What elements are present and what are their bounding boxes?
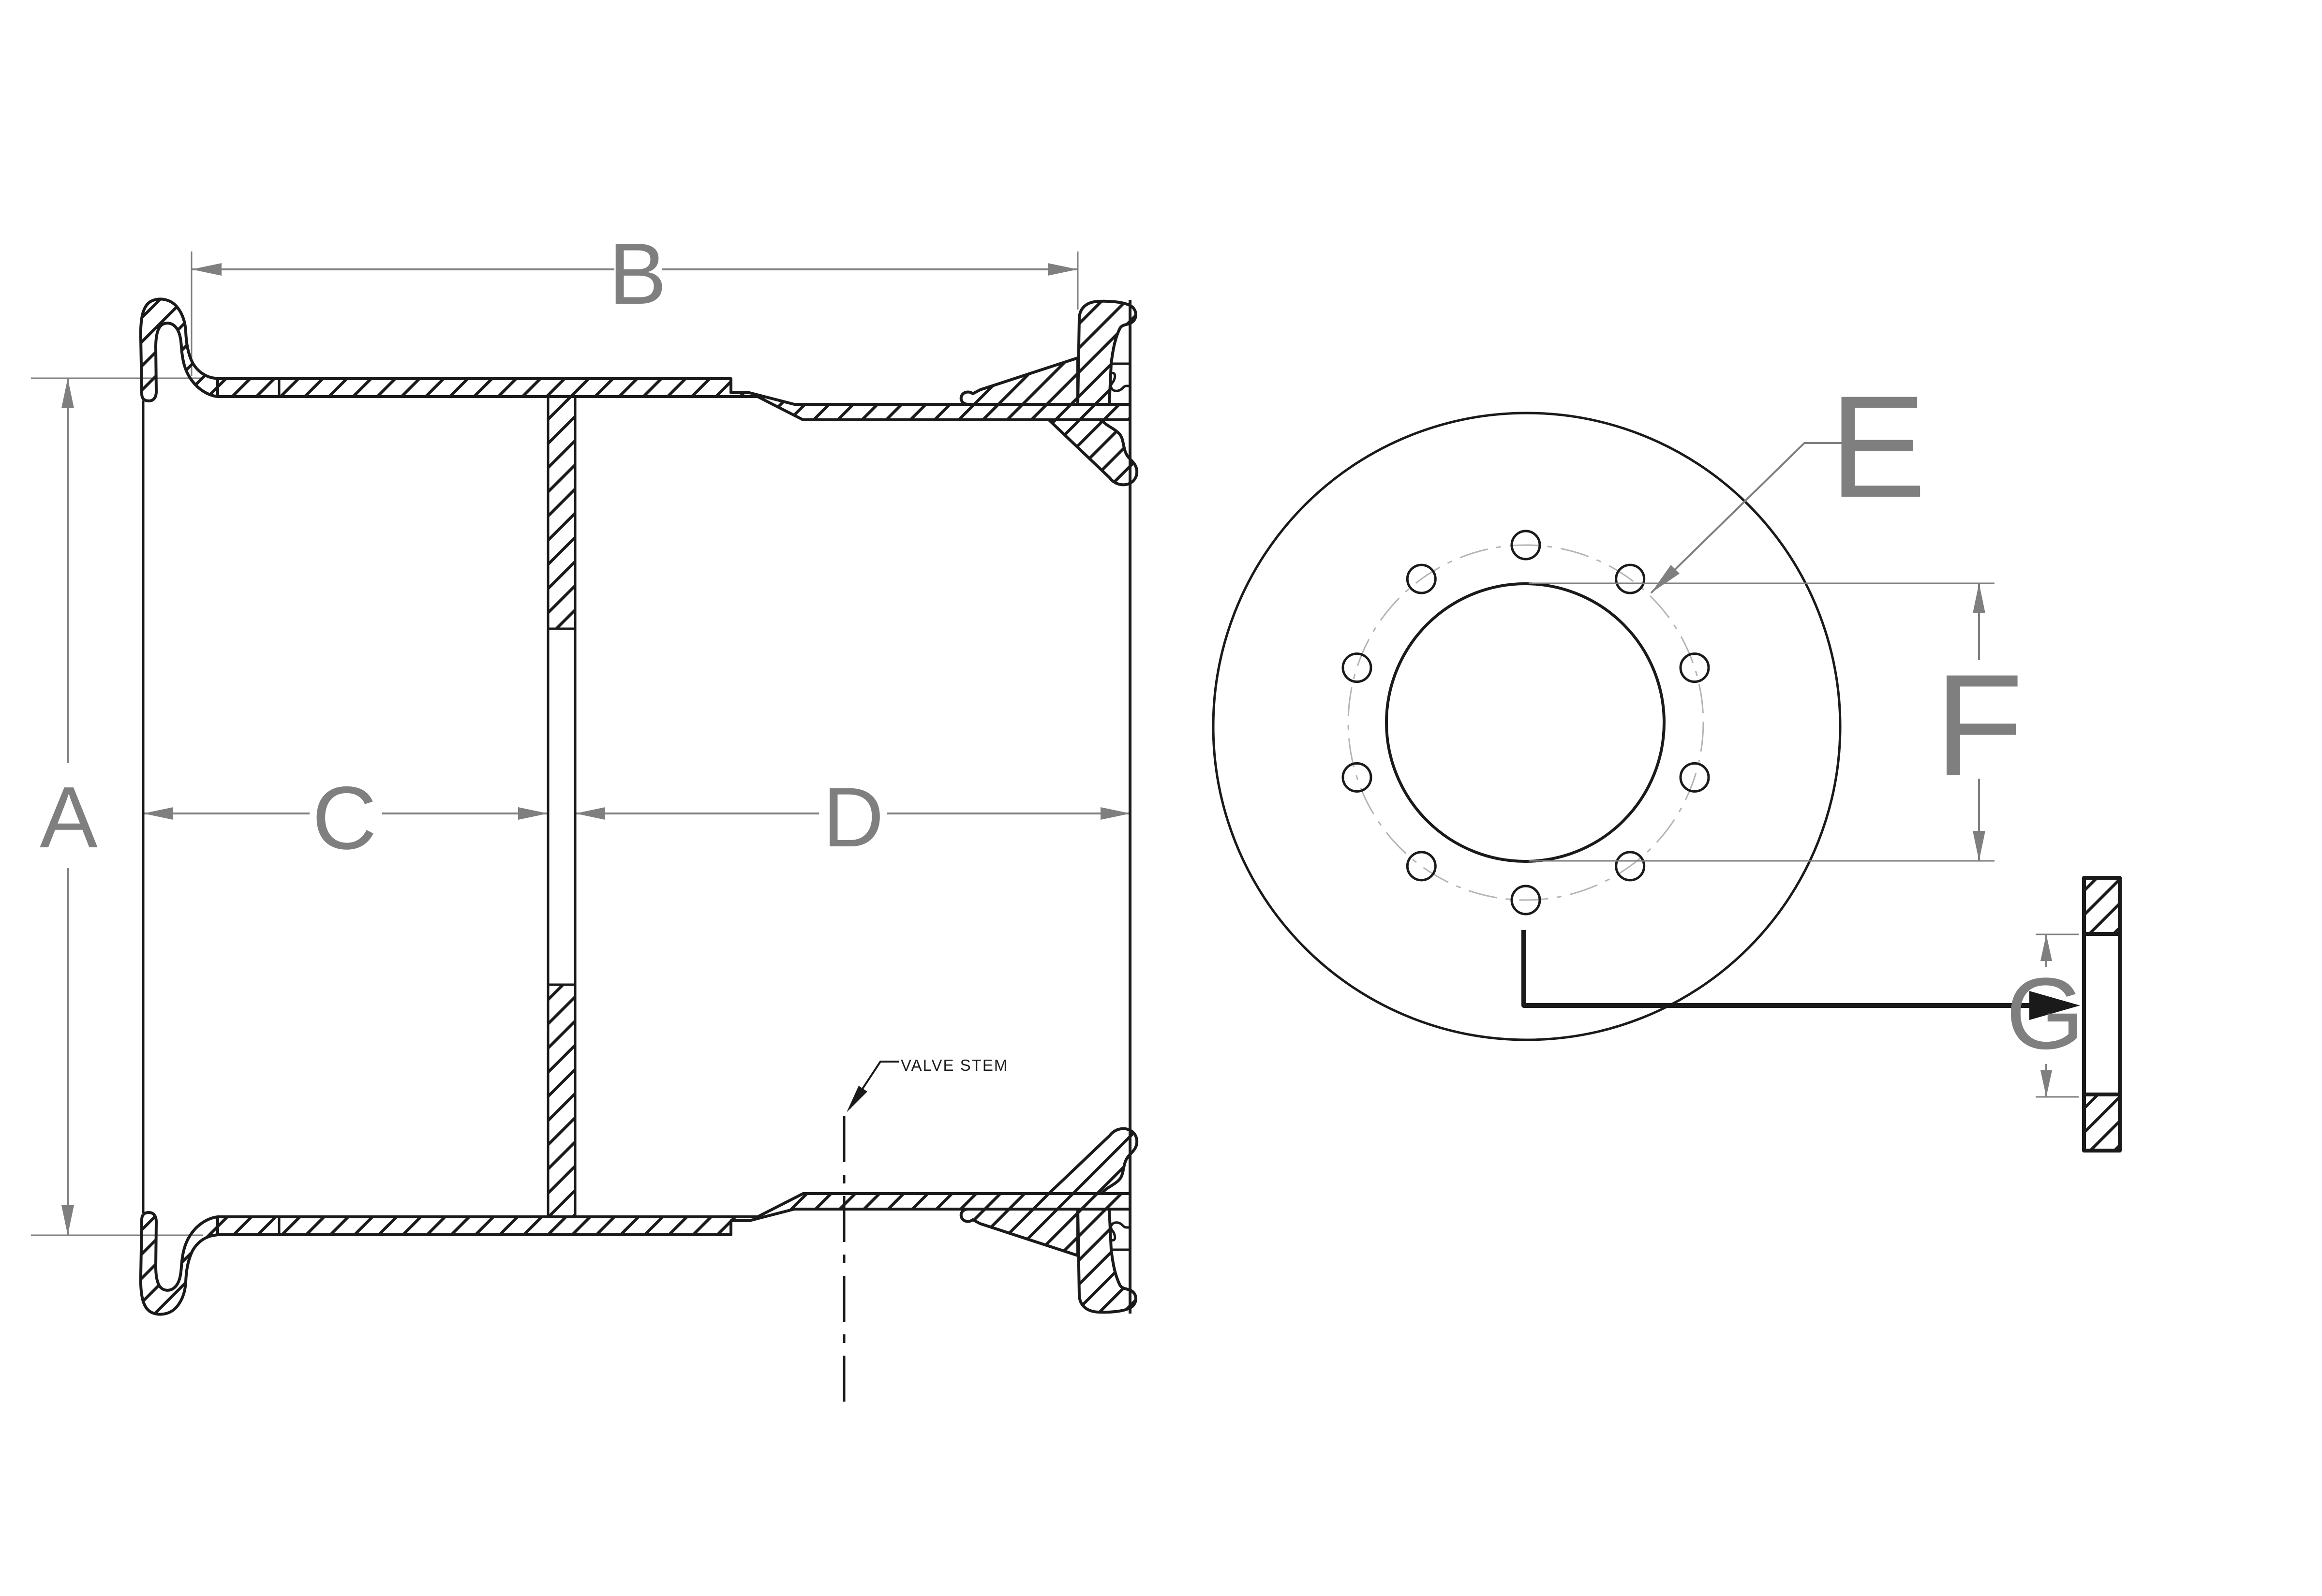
flange-detail-view: G — [2006, 876, 2122, 1153]
dimension-label-g: G — [2006, 957, 2084, 1070]
bolt-hole — [1341, 652, 1372, 683]
valve-stem-callout: VALVE STEM — [843, 1056, 1008, 1412]
dimension-g: G — [2006, 933, 2085, 1098]
arrowhead-up-icon — [1973, 583, 1985, 613]
arrowhead-right-icon — [1048, 263, 1078, 276]
detail-hatch-bottom — [2084, 1094, 2120, 1151]
bolt-hole — [1406, 851, 1437, 882]
arrowhead-up-icon — [61, 378, 74, 408]
bolt-holes — [1341, 530, 1710, 916]
bolt-hole — [1679, 762, 1710, 793]
front-view-wheel: E F — [1212, 365, 2080, 1041]
gutter-flange — [1076, 1208, 1137, 1314]
section-leader — [1521, 930, 2080, 1020]
bolt-hole — [1406, 563, 1437, 594]
dimension-e: E — [1650, 365, 1926, 594]
rim-top-half — [139, 297, 1139, 487]
bead-flange — [139, 297, 219, 402]
bolt-hole — [1510, 530, 1541, 561]
detail-section-dividers — [2084, 932, 2120, 1096]
section-leader-line — [1521, 930, 2032, 1008]
arrowhead-down-icon — [61, 1205, 74, 1235]
valve-stem-label: VALVE STEM — [901, 1056, 1008, 1074]
dimension-label-d: D — [823, 770, 884, 865]
disc-hatch-lower — [548, 985, 575, 1216]
lock-ring-groove — [1110, 362, 1130, 392]
arrowhead-icon — [1651, 565, 1680, 593]
dimension-a: A — [31, 377, 203, 1236]
gutter-lip — [1047, 1127, 1139, 1195]
detail-bar-outline — [2082, 876, 2122, 1153]
leader-line-e — [1650, 442, 1844, 594]
gutter-lip — [1047, 418, 1139, 487]
side-ring-wedge — [959, 1208, 1079, 1257]
rim-outer-circle — [1212, 412, 1842, 1041]
rim-bottom-half — [139, 1127, 1139, 1316]
bolt-hole — [1615, 563, 1646, 594]
dimension-b: B — [191, 225, 1079, 376]
dimension-layer: A B C D — [31, 225, 1131, 1236]
dimension-c: C — [143, 768, 548, 868]
side-ring-wedge — [959, 356, 1079, 406]
bolt-hole — [1341, 762, 1372, 793]
arrowhead-right-icon — [1101, 807, 1131, 820]
bolt-hole — [1615, 851, 1646, 882]
bolt-hole — [1510, 885, 1541, 916]
arrowhead-left-icon — [192, 263, 222, 276]
disc-outline — [547, 398, 577, 1216]
center-disc — [547, 398, 577, 1216]
arrowhead-down-icon — [2040, 1070, 2052, 1097]
dimension-label-c: C — [312, 768, 377, 868]
bolt-circle-centerline — [1347, 544, 1704, 901]
dimension-f: F — [1529, 582, 2024, 862]
arrowhead-left-icon — [143, 807, 173, 820]
rim-barrel — [216, 1192, 1131, 1236]
dimension-label-e: E — [1830, 365, 1926, 528]
arrowhead-down-icon — [1973, 831, 1985, 861]
dimension-label-a: A — [40, 769, 98, 866]
gutter-flange — [1076, 299, 1137, 406]
arrowhead-left-icon — [575, 807, 605, 820]
arrowhead-right-icon — [2029, 991, 2080, 1020]
lock-ring-groove — [1110, 1221, 1130, 1251]
arrowhead-icon — [847, 1086, 867, 1112]
dimension-d: D — [575, 770, 1131, 865]
dimension-label-b: B — [609, 225, 667, 323]
arrowhead-up-icon — [2040, 934, 2052, 961]
extension-line — [1529, 582, 1995, 862]
extension-line — [2036, 933, 2079, 1098]
bead-flange — [139, 1211, 219, 1316]
side-view-rim-section: VALVE STEM — [139, 297, 1139, 1412]
rim-barrel — [216, 377, 1131, 421]
bolt-hole — [1679, 652, 1710, 683]
dimension-label-f: F — [1935, 644, 2023, 806]
disc-hatch-upper — [548, 398, 575, 629]
detail-hatch-top — [2084, 878, 2120, 934]
hub-bore-circle — [1385, 582, 1666, 863]
arrowhead-right-icon — [518, 807, 548, 820]
